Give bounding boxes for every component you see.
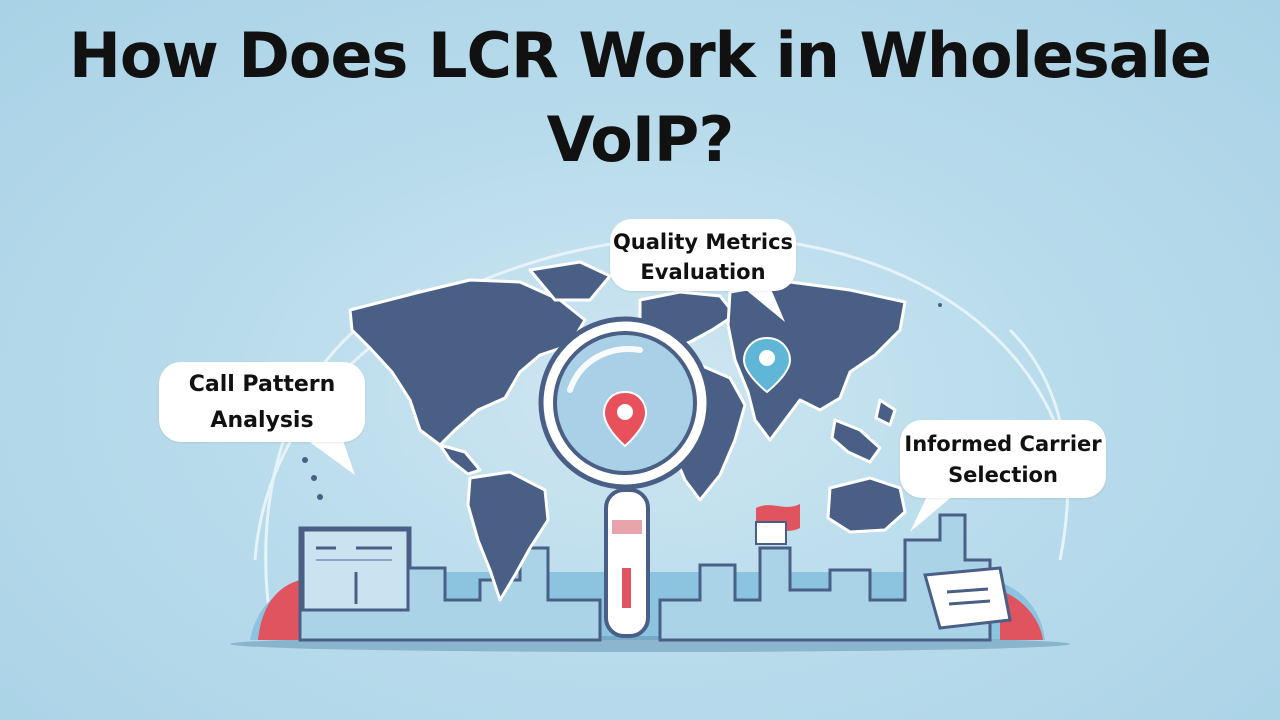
bubble-quality-line-2: Evaluation	[640, 260, 766, 284]
bubble-carrier-line-2: Selection	[948, 463, 1058, 487]
bubble-carrier-line-1: Informed Carrier	[904, 432, 1102, 456]
bubble-call-pattern-line-2: Analysis	[210, 408, 314, 433]
bubble-carrier-selection: Informed Carrier Selection	[900, 420, 1106, 498]
title-line-1: How Does LCR Work in Wholesale	[69, 19, 1212, 92]
page-title: How Does LCR Work in Wholesale VoIP?	[0, 14, 1280, 182]
ground-red-left	[258, 580, 300, 640]
bubble-tail-call-pattern	[300, 432, 355, 475]
document-icon	[923, 566, 1012, 630]
bubble-call-pattern-line-1: Call Pattern	[188, 372, 336, 397]
flag-icon	[755, 504, 800, 545]
title-line-2: VoIP?	[546, 103, 735, 176]
location-pin-icon	[742, 336, 792, 394]
decorative-dots	[302, 303, 942, 500]
bubble-quality-line-1: Quality Metrics	[612, 230, 794, 254]
bubble-tail-quality	[740, 282, 785, 322]
document-icon	[301, 528, 410, 612]
bubble-tail-carrier	[910, 490, 955, 532]
bubble-quality-metrics: Quality Metrics Evaluation	[610, 219, 796, 291]
location-pin-icon	[602, 390, 648, 448]
bubble-call-pattern: Call Pattern Analysis	[159, 362, 365, 442]
ground-red-right	[1000, 590, 1043, 640]
